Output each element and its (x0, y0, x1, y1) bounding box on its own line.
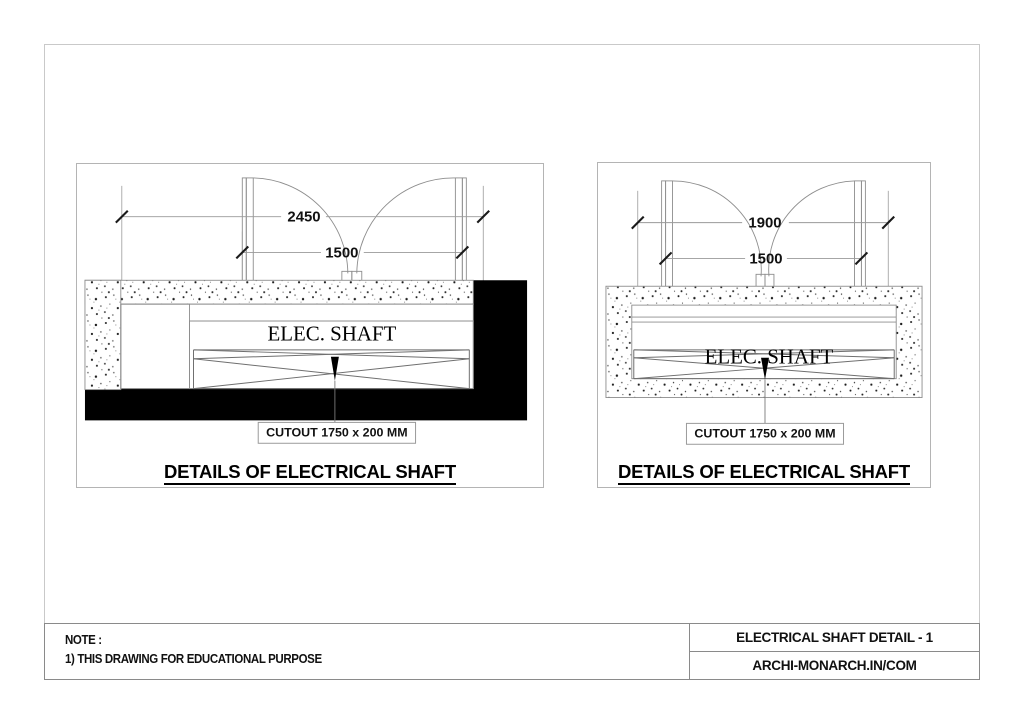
title-block: NOTE : 1) THIS DRAWING FOR EDUCATIONAL P… (44, 623, 980, 680)
electrical-shaft-drawing-right: 1900 1500 ELEC. SHAFT CUTOUT 1750 x 200 … (605, 180, 923, 445)
dimension-value-1500: 1500 (325, 244, 358, 261)
cutout-callout-box[interactable] (257, 421, 417, 444)
electrical-shaft-drawing-left: 2450 1500 ELEC. SHAFT (84, 177, 528, 444)
drawing-title: ELECTRICAL SHAFT DETAIL - 1 (690, 624, 979, 652)
meta-cell: ELECTRICAL SHAFT DETAIL - 1 ARCHI-MONARC… (690, 624, 979, 679)
detail-panel-right[interactable]: 1900 1500 ELEC. SHAFT CUTOUT 1750 x 200 … (597, 162, 931, 488)
dimension-value-1500: 1500 (749, 251, 782, 267)
source-credit[interactable]: ARCHI-MONARCH.IN/COM (752, 657, 917, 673)
note-line-1: 1) THIS DRAWING FOR EDUCATIONAL PURPOSE (65, 652, 322, 666)
panel-caption-right: DETAILS OF ELECTRICAL SHAFT (598, 461, 930, 485)
dimension-value-1900: 1900 (748, 216, 781, 232)
solid-fill-region (84, 280, 528, 421)
cutout-arrowhead (330, 356, 339, 381)
shaft-label: ELEC. SHAFT (267, 322, 396, 346)
concrete-stipple-hatch-left (84, 279, 122, 391)
detail-panel-left[interactable]: 2450 1500 ELEC. SHAFT (76, 163, 544, 488)
panel-caption-left-text: DETAILS OF ELECTRICAL SHAFT (164, 461, 456, 485)
cutout-arrowhead (761, 357, 769, 380)
note-cell: NOTE : 1) THIS DRAWING FOR EDUCATIONAL P… (45, 624, 690, 679)
concrete-stipple-hatch-top (84, 279, 474, 305)
panel-caption-right-text: DETAILS OF ELECTRICAL SHAFT (618, 461, 910, 485)
panel-caption-left: DETAILS OF ELECTRICAL SHAFT (77, 461, 543, 485)
cutout-label: CUTOUT 1750 x 200 MM (266, 426, 407, 440)
shaft-label: ELEC. SHAFT (705, 345, 834, 369)
cutout-callout-box[interactable] (685, 422, 845, 445)
note-heading: NOTE : (65, 633, 102, 647)
cutout-label: CUTOUT 1750 x 200 MM (694, 427, 835, 441)
dimension-value-2450: 2450 (287, 209, 320, 226)
